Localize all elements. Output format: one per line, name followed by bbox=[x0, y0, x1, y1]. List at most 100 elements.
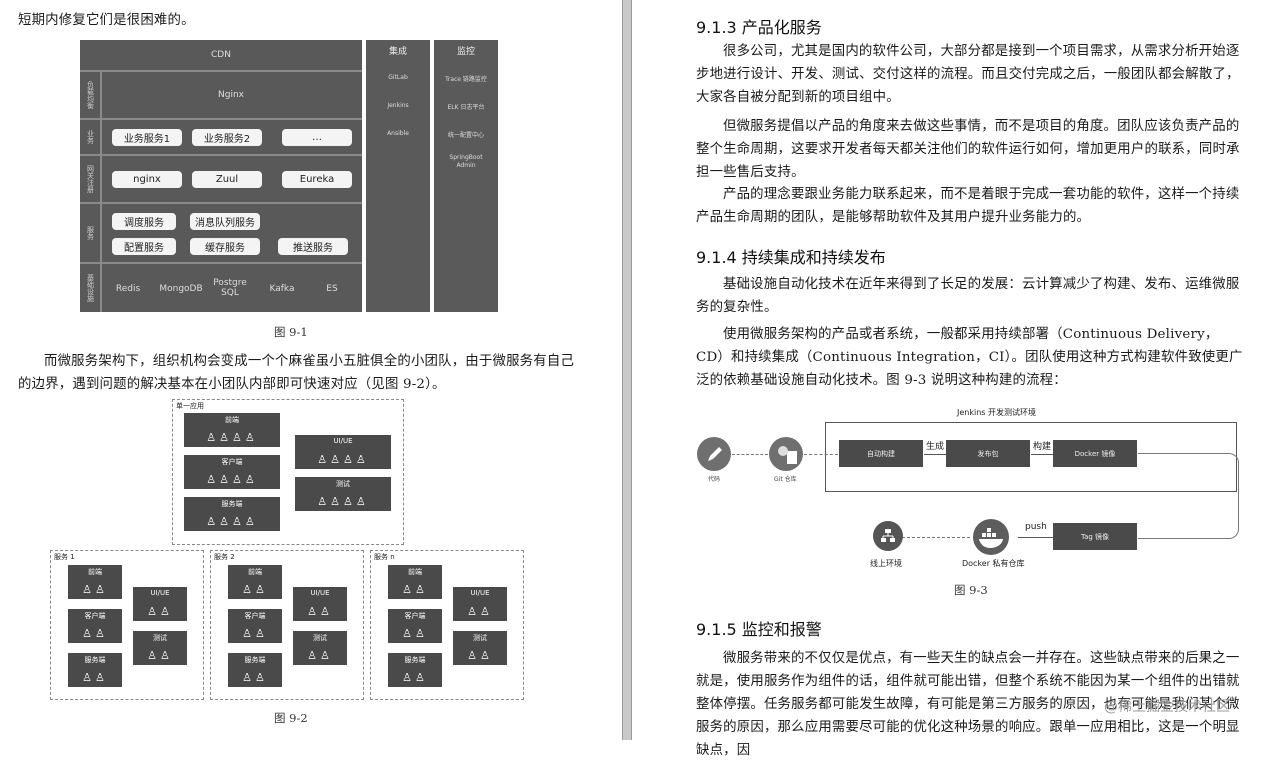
right-page: 9.1.3 产品化服务 很多公司，尤其是国内的软件公司，大部分都是接到一个项目需… bbox=[632, 0, 1286, 758]
mono-frontend-label: 前端 bbox=[225, 416, 239, 424]
mono-server-label: 服务端 bbox=[221, 500, 243, 508]
s2-test-label: 测试 bbox=[313, 634, 327, 642]
business-service-1: 业务服务1 bbox=[112, 129, 182, 146]
mono-frontend: 前端♙♙♙♙ bbox=[184, 413, 280, 447]
arrow-build-package bbox=[924, 454, 946, 455]
paragraph-5: 使用微服务架构的产品或者系统，一般都采用持续部署（Continuous Deli… bbox=[696, 327, 1243, 388]
infra-row: 基础设施 Redis MongoDB Postgre SQL Kafka ES bbox=[80, 264, 362, 312]
code-pencil-icon bbox=[697, 437, 731, 471]
s2-frontend-label: 前端 bbox=[248, 568, 262, 576]
architecture-diagram: CDN 负载均衡 Nginx 业务 业务服务1 业务服务2 … 网关注册 ngi… bbox=[80, 40, 362, 312]
sn-client: 客户端♙♙ bbox=[388, 609, 442, 643]
people-icon: ♙♙ bbox=[307, 649, 333, 662]
people-icon: ♙♙♙♙ bbox=[317, 495, 369, 508]
arrow-code-git bbox=[732, 454, 768, 455]
fig2-caption: 图 9-2 bbox=[274, 711, 308, 725]
gateway-zuul: Zuul bbox=[192, 171, 262, 188]
people-icon: ♙♙ bbox=[242, 671, 268, 684]
online-env-icon bbox=[873, 521, 903, 551]
people-icon: ♙♙♙♙ bbox=[206, 515, 258, 528]
mono-client: 客户端 ♙♙♙♙ bbox=[184, 455, 280, 489]
people-icon: ♙♙ bbox=[467, 605, 493, 618]
heading-ci-cd: 9.1.4 持续集成和持续发布 bbox=[696, 248, 886, 267]
row-label-services: 服务 bbox=[80, 204, 102, 262]
service-push: 推送服务 bbox=[278, 238, 348, 255]
mono-test-label: 测试 bbox=[336, 480, 350, 488]
s1-uiue: UI/UE ♙♙ bbox=[133, 587, 187, 621]
service-config: 配置服务 bbox=[112, 238, 176, 255]
code-label: 代码 bbox=[708, 476, 721, 483]
s1-server: 服务端 ♙♙ bbox=[68, 653, 122, 687]
s1-test-label: 测试 bbox=[153, 634, 167, 642]
service-2-label: 服务 2 bbox=[214, 553, 235, 561]
s1-test: 测试 ♙♙ bbox=[133, 631, 187, 665]
people-icon: ♙♙ bbox=[147, 649, 173, 662]
service-cache: 缓存服务 bbox=[190, 238, 260, 255]
infra-es: ES bbox=[326, 284, 338, 294]
business-service-2: 业务服务2 bbox=[192, 129, 262, 146]
cdn-row: CDN bbox=[80, 40, 362, 72]
integration-title: 集成 bbox=[388, 47, 407, 57]
s2-server-label: 服务端 bbox=[244, 656, 266, 664]
release-package-box: 发布包 bbox=[946, 440, 1030, 467]
s1-client: 客户端♙♙ bbox=[68, 609, 122, 643]
row-label-infra: 基础设施 bbox=[80, 264, 102, 312]
infra-postgresql: Postgre SQL bbox=[213, 278, 247, 298]
monolith-group: 单一应用 前端♙♙♙♙ 客户端♙♙♙♙ 服务端♙♙♙♙ UI/UE♙♙♙♙ 测试… bbox=[172, 399, 404, 545]
row-label-business: 业务 bbox=[80, 120, 102, 154]
mono-client-label: 客户端 bbox=[221, 458, 243, 466]
top-line: 短期内修复它们是很困难的。 bbox=[18, 13, 195, 28]
infra-redis: Redis bbox=[115, 284, 141, 294]
monitor-column: 监控 Trace 链路监控 ELK 日志平台 统一配置中心 SpringBoot… bbox=[434, 40, 498, 312]
service-2-group: 服务 2 前端♙♙ 客户端♙♙ 服务端♙♙ UI/UE♙♙ 测试♙♙ bbox=[210, 550, 364, 700]
fig1-caption: 图 9-1 bbox=[274, 325, 308, 339]
arrow-package-image bbox=[1031, 454, 1053, 455]
arrow-image-tag bbox=[1138, 453, 1239, 539]
sn-uiue-label: UI/UE bbox=[470, 589, 490, 597]
tag-image-box: Tag 镜像 bbox=[1053, 523, 1137, 550]
monolith-label: 单一应用 bbox=[176, 402, 204, 410]
gateway-nginx: nginx bbox=[112, 171, 182, 188]
sn-frontend: 前端♙♙ bbox=[388, 565, 442, 599]
service-n-group: 服务 n 前端♙♙ 客户端♙♙ 服务端♙♙ UI/UE♙♙ 测试♙♙ bbox=[370, 550, 524, 700]
monitor-elk: ELK 日志平台 bbox=[447, 104, 485, 111]
people-icon: ♙♙♙♙ bbox=[206, 473, 258, 486]
business-row: 业务 业务服务1 业务服务2 … bbox=[80, 120, 362, 156]
cdn-label: CDN bbox=[211, 50, 231, 60]
people-icon: ♙♙ bbox=[402, 671, 428, 684]
registry-label: Docker 私有仓库 bbox=[962, 559, 1025, 568]
sn-test: 测试♙♙ bbox=[453, 631, 507, 665]
s2-uiue: UI/UE♙♙ bbox=[293, 587, 347, 621]
s2-test: 测试 ♙♙ bbox=[293, 631, 347, 665]
monitor-trace: Trace 链路监控 bbox=[445, 76, 487, 83]
people-icon: ♙♙ bbox=[82, 627, 108, 640]
online-env-label: 线上环境 bbox=[870, 559, 902, 568]
gateway-eureka: Eureka bbox=[282, 171, 352, 188]
service-mq: 消息队列服务 bbox=[190, 213, 260, 230]
s1-frontend: 前端♙♙ bbox=[68, 565, 122, 599]
mono-test: 测试 ♙♙♙♙ bbox=[295, 477, 391, 511]
service-1-label: 服务 1 bbox=[54, 553, 75, 561]
page-gutter bbox=[622, 0, 632, 740]
git-repo-label: Git 仓库 bbox=[774, 476, 797, 483]
people-icon: ♙♙ bbox=[147, 605, 173, 618]
paragraph-2: 但微服务提倡以产品的角度来去做这些事情，而不是项目的角度。团队应该负责产品的整个… bbox=[696, 119, 1240, 180]
docker-whale-icon bbox=[973, 519, 1009, 555]
row-label-lb: 负载均衡 bbox=[80, 72, 102, 118]
git-repo-icon bbox=[769, 437, 803, 471]
services-row: 服务 调度服务 消息队列服务 配置服务 缓存服务 推送服务 bbox=[80, 204, 362, 264]
s1-server-label: 服务端 bbox=[84, 656, 106, 664]
people-icon: ♙♙ bbox=[242, 627, 268, 640]
sn-uiue: UI/UE ♙♙ bbox=[453, 587, 507, 621]
integration-gitlab: GitLab bbox=[388, 74, 408, 81]
s1-uiue-label: UI/UE bbox=[150, 589, 170, 597]
s2-frontend: 前端♙♙ bbox=[228, 565, 282, 599]
paragraph-3: 产品的理念要跟业务能力联系起来，而不是着眼于完成一套功能的软件，这样一个持续产品… bbox=[696, 187, 1240, 225]
mono-uiue: UI/UE♙♙♙♙ bbox=[295, 435, 391, 469]
nginx-label: Nginx bbox=[218, 90, 244, 100]
people-icon: ♙♙ bbox=[82, 671, 108, 684]
s2-uiue-label: UI/UE bbox=[310, 589, 330, 597]
row-label-gateway: 网关注册 bbox=[80, 156, 102, 202]
service-schedule: 调度服务 bbox=[112, 213, 176, 230]
people-icon: ♙♙♙♙ bbox=[317, 453, 369, 466]
